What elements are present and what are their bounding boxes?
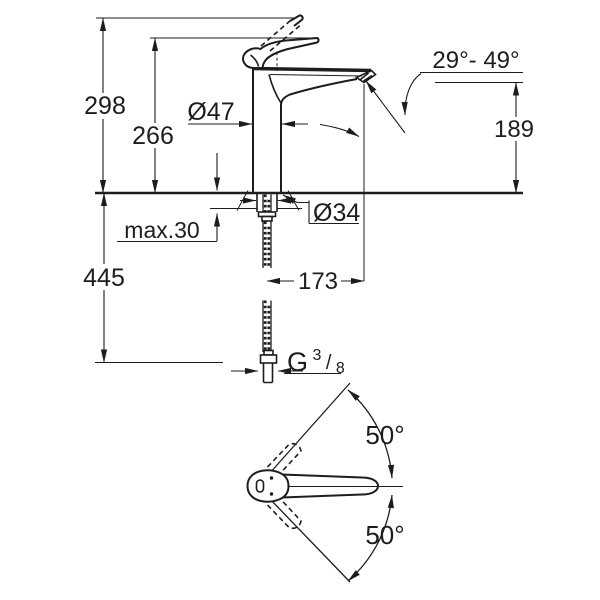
dim-height-to-spout: 266 — [129, 37, 316, 194]
label-frame — [308, 200, 359, 225]
side-view: 298 266 Ø47 29°- 49° — [80, 14, 536, 384]
spray-direction-line — [365, 80, 406, 134]
spout-top-inner-line — [269, 74, 363, 77]
dim-thread-size: G 3 / 8 — [231, 347, 345, 377]
threaded-rod-upper — [262, 194, 272, 268]
swing-upper-label: 50° — [365, 420, 404, 450]
swing-lower-label: 50° — [365, 520, 404, 550]
aerator-angle-label: 29°- 49° — [432, 47, 519, 74]
handle-dashed-position-lower — [266, 497, 302, 530]
mounting-nut — [261, 215, 273, 222]
aerator-outlet — [354, 69, 377, 84]
dim-overall-height: 298 — [80, 17, 297, 194]
label-mask — [294, 268, 341, 293]
overall-height-label: 298 — [84, 92, 126, 120]
spout-reach-label: 173 — [298, 268, 338, 295]
swing-boundary-lower — [268, 497, 351, 583]
swing-arc-lower — [347, 494, 394, 582]
swing-arc-upper — [347, 389, 395, 479]
thread-prefix: G — [287, 347, 308, 377]
below-deck-assembly — [210, 190, 302, 384]
dim-below-deck-length: 445 — [81, 192, 223, 364]
supply-hose-lower — [262, 300, 272, 352]
swing-boundary-upper — [268, 382, 351, 475]
spout-top-edge — [253, 66, 372, 73]
below-deck-length-label: 445 — [83, 264, 125, 292]
mounting-hole-label: Ø34 — [313, 199, 360, 227]
hose-connector — [259, 349, 278, 384]
dim-spout-reach: 173 — [266, 268, 365, 295]
handle-base-contour — [250, 54, 260, 67]
top-view-handle-swing: 50° 50° — [246, 382, 405, 583]
label-mask — [80, 93, 130, 119]
thread-slash: / — [326, 352, 332, 374]
handle-cap-slot — [255, 479, 265, 493]
thread-denominator: 8 — [336, 360, 345, 377]
label-mask — [129, 123, 178, 148]
max-deck-thickness-label: max.30 — [124, 217, 199, 243]
dim-mounting-hole: Ø34 — [282, 194, 360, 227]
height-to-spout-label: 266 — [132, 122, 174, 150]
outlet-height-label: 189 — [494, 116, 534, 143]
faucet-body — [252, 66, 377, 193]
outlet-axis-arrow — [319, 123, 360, 137]
thread-numerator: 3 — [312, 347, 321, 364]
mounting-shank — [256, 193, 278, 212]
handle-cap-dot-upper — [269, 476, 274, 480]
dim-body-diameter: Ø47 — [187, 98, 308, 128]
handle-top-cap — [246, 469, 290, 503]
thread-size-label: G 3 / 8 — [287, 347, 345, 377]
label-mask — [494, 117, 536, 141]
handle-lever-closed — [242, 36, 320, 69]
label-mask — [81, 264, 127, 290]
handle-lever-raised-tip — [289, 14, 304, 27]
handle — [242, 14, 320, 71]
handle-dashed-position-upper — [266, 442, 302, 475]
body-inner-contour — [268, 74, 282, 104]
dim-swing-upper: 50° — [347, 389, 405, 479]
spout-underside-edge — [280, 78, 358, 193]
dim-swing-lower: 50° — [347, 494, 405, 582]
body-diameter-label: Ø47 — [187, 98, 234, 126]
dim-max-deck-thickness: max.30 — [117, 153, 221, 243]
angle-arc-arrow — [401, 73, 422, 116]
handle-cap-dot-lower — [269, 492, 274, 496]
dim-outlet-height: 189 — [435, 81, 536, 194]
leader-arrow — [282, 194, 309, 204]
dim-aerator-angle: 29°- 49° — [319, 47, 523, 281]
